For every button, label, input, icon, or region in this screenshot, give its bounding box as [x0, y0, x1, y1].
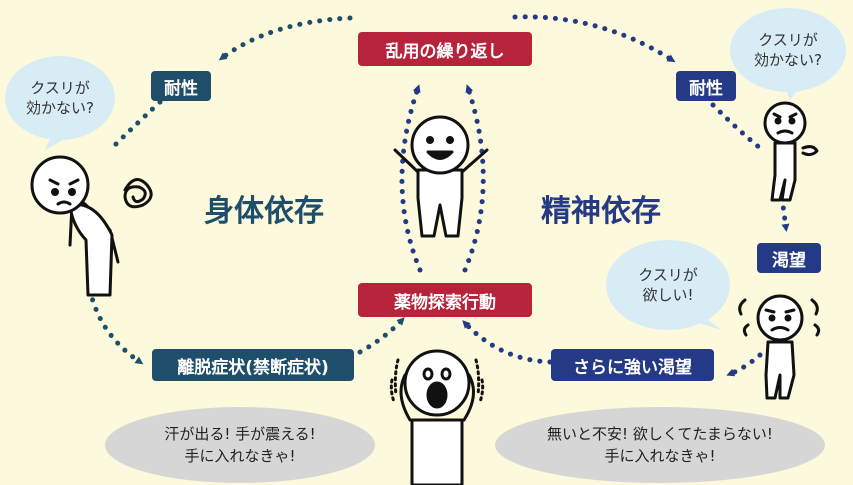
- bubble-left-top: [5, 56, 115, 140]
- bubble-line: 手に入れなきゃ!: [604, 447, 716, 465]
- arrow-right-tolerance-to-figure: [710, 102, 763, 151]
- bubble-bottom-left-text: 汗が出る! 手が震える! 手に入れなきゃ!: [115, 423, 365, 467]
- physical-dependence-label: 身体依存: [204, 194, 324, 229]
- arrow-seeking-to-abuse-right: [462, 84, 486, 273]
- scribble-icon: [123, 178, 153, 209]
- bubble-line: 無いと不安! 欲しくてたまらない!: [547, 425, 773, 443]
- bubble-bottom-left: [105, 407, 375, 483]
- stronger-craving-box: さらに強い渇望: [551, 349, 714, 381]
- bubble-line: クスリが: [30, 79, 90, 97]
- tolerance-right-box: 耐性: [676, 71, 736, 101]
- arrow-abuse-to-left-tolerance: [218, 15, 353, 61]
- drug-seeking-box: 薬物探索行動: [358, 283, 532, 317]
- person-worried-icon: [763, 101, 819, 202]
- bubble-line: 手に入れなきゃ!: [184, 447, 296, 465]
- bubble-right-mid-text: クスリが 欲しい!: [618, 265, 718, 305]
- mental-dependence-label: 精神依存: [541, 194, 661, 229]
- bubble-line: クスリが: [758, 31, 818, 49]
- arrow-left-figure-to-withdrawal: [87, 287, 144, 365]
- bubble-line: クスリが: [638, 266, 698, 284]
- speech-bubbles: [5, 8, 846, 483]
- bubble-right-top-text: クスリが 効かない?: [738, 30, 838, 70]
- bubble-right-top: [730, 8, 846, 92]
- bubble-bottom-right-text: 無いと不安! 欲しくてたまらない! 手に入れなきゃ!: [505, 423, 815, 467]
- bubble-line: 効かない?: [26, 99, 94, 117]
- abuse-repeat-box: 乱用の繰り返し: [358, 32, 532, 66]
- arrow-stronger-craving-to-seeking: [462, 320, 553, 365]
- bubble-right-mid: [606, 240, 730, 330]
- arrow-left-tolerance-to-figure: [109, 99, 163, 151]
- person-confused-icon: [30, 155, 120, 297]
- withdrawal-box: 離脱症状(禁断症状): [152, 349, 354, 381]
- arrow-figure-to-stronger-craving: [726, 352, 763, 377]
- bubble-line: 効かない?: [754, 51, 822, 69]
- person-happy-icon: [393, 115, 489, 238]
- bubble-line: 汗が出る! 手が震える!: [164, 425, 316, 443]
- craving-box: 渇望: [757, 243, 821, 273]
- bubble-bottom-right: [495, 407, 825, 483]
- hidden-fragment-label: 摂取: [380, 245, 405, 259]
- arrow-withdrawal-to-seeking: [357, 317, 405, 355]
- arrow-seeking-to-abuse-left: [399, 84, 423, 273]
- bubble-line: 欲しい!: [642, 286, 694, 304]
- tolerance-left-box: 耐性: [151, 71, 211, 101]
- person-anxious-icon: [738, 294, 821, 400]
- bubble-left-top-text: クスリが 効かない?: [10, 78, 110, 118]
- arrow-right-figure-to-craving: [779, 195, 790, 232]
- arrow-abuse-to-right-tolerance: [512, 14, 676, 63]
- person-panicked-icon: [389, 349, 485, 485]
